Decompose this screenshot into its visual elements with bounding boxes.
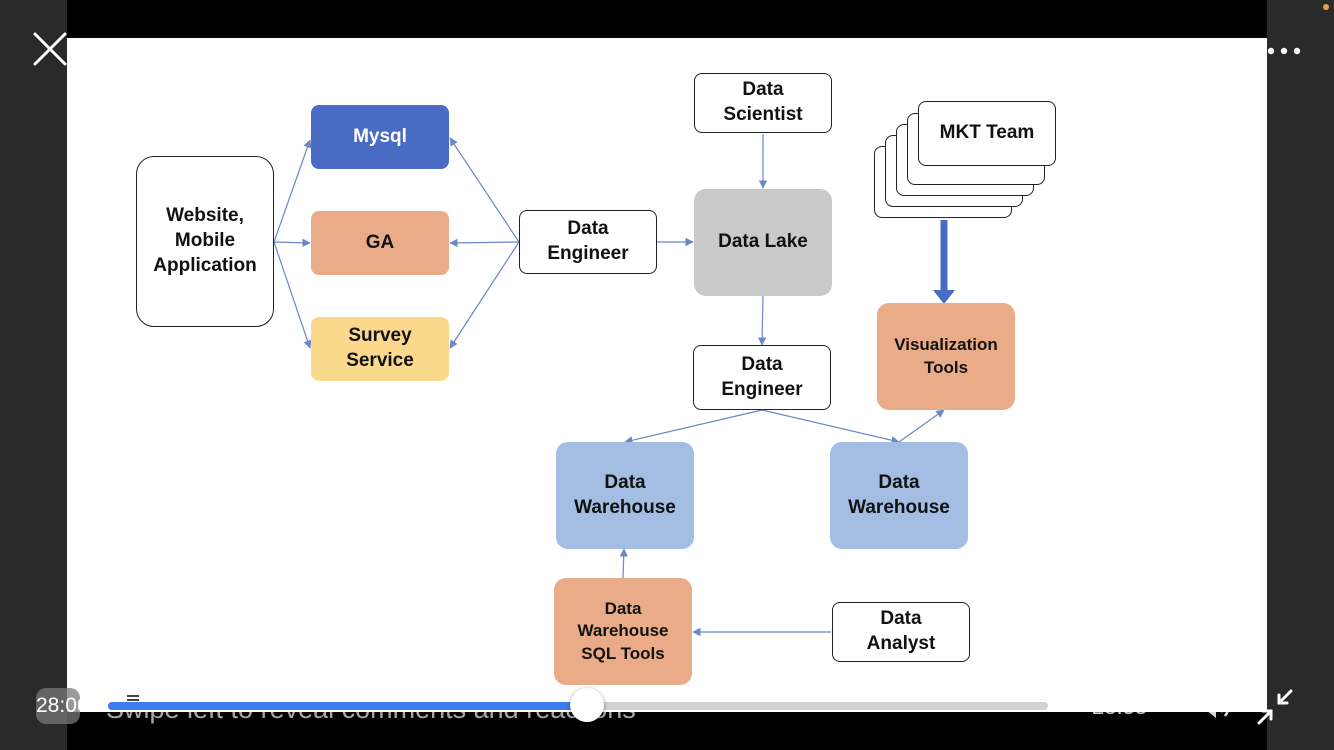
- arrow-website-ga: [273, 238, 311, 247]
- node-mkt-team: MKT Team: [918, 101, 1056, 166]
- more-icon[interactable]: [1266, 44, 1302, 56]
- close-icon[interactable]: [32, 31, 68, 67]
- right-sidebar-bg: [1267, 0, 1334, 750]
- node-survey-service: Survey Service: [311, 317, 449, 381]
- arrow-website-survey: [273, 241, 312, 349]
- top-band: [67, 0, 1267, 38]
- arrow-engineer-mysql: [449, 137, 520, 243]
- arrow-engineer-survey: [449, 241, 520, 349]
- progress-knob[interactable]: [570, 688, 605, 722]
- time-total: 28:58: [1092, 694, 1148, 719]
- node-ga: GA: [311, 211, 449, 275]
- arrow-engineer-ga: [449, 238, 520, 248]
- minimize-icon[interactable]: [1256, 688, 1294, 731]
- recording-indicator-dot: [1323, 4, 1329, 10]
- progress-fill: [108, 702, 588, 710]
- arrow-lake-engineer2: [757, 295, 767, 346]
- time-elapsed: 28:06: [36, 694, 89, 717]
- slide-canvas: Website, Mobile Application Mysql GA Sur…: [67, 38, 1267, 712]
- node-visualization-tools: Visualization Tools: [877, 303, 1015, 410]
- arrow-warehouse-visualization: [898, 409, 945, 443]
- node-data-engineer-1: Data Engineer: [519, 210, 657, 274]
- node-data-lake: Data Lake: [694, 189, 832, 296]
- volume-icon[interactable]: [1196, 688, 1236, 727]
- node-data-analyst: Data Analyst: [832, 602, 970, 662]
- arrow-engineer2-warehouse-right: [761, 409, 900, 445]
- arrow-sqltools-warehouse: [619, 548, 628, 579]
- node-mysql: Mysql: [311, 105, 449, 169]
- node-warehouse-sql-tools: Data Warehouse SQL Tools: [554, 578, 692, 685]
- bottom-band: [67, 712, 1267, 750]
- node-data-warehouse-left: Data Warehouse: [556, 442, 694, 549]
- arrow-website-mysql: [273, 139, 312, 243]
- node-data-scientist: Data Scientist: [694, 73, 832, 133]
- node-data-warehouse-right: Data Warehouse: [830, 442, 968, 549]
- time-elapsed-bubble: [36, 688, 80, 724]
- node-data-engineer-2: Data Engineer: [693, 345, 831, 410]
- node-website: Website, Mobile Application: [136, 156, 274, 327]
- pencil-icon[interactable]: [96, 686, 120, 715]
- left-sidebar-bg: [0, 0, 67, 750]
- arrow-engineer2-warehouse-left: [624, 409, 763, 445]
- diagram-connectors: [273, 134, 955, 637]
